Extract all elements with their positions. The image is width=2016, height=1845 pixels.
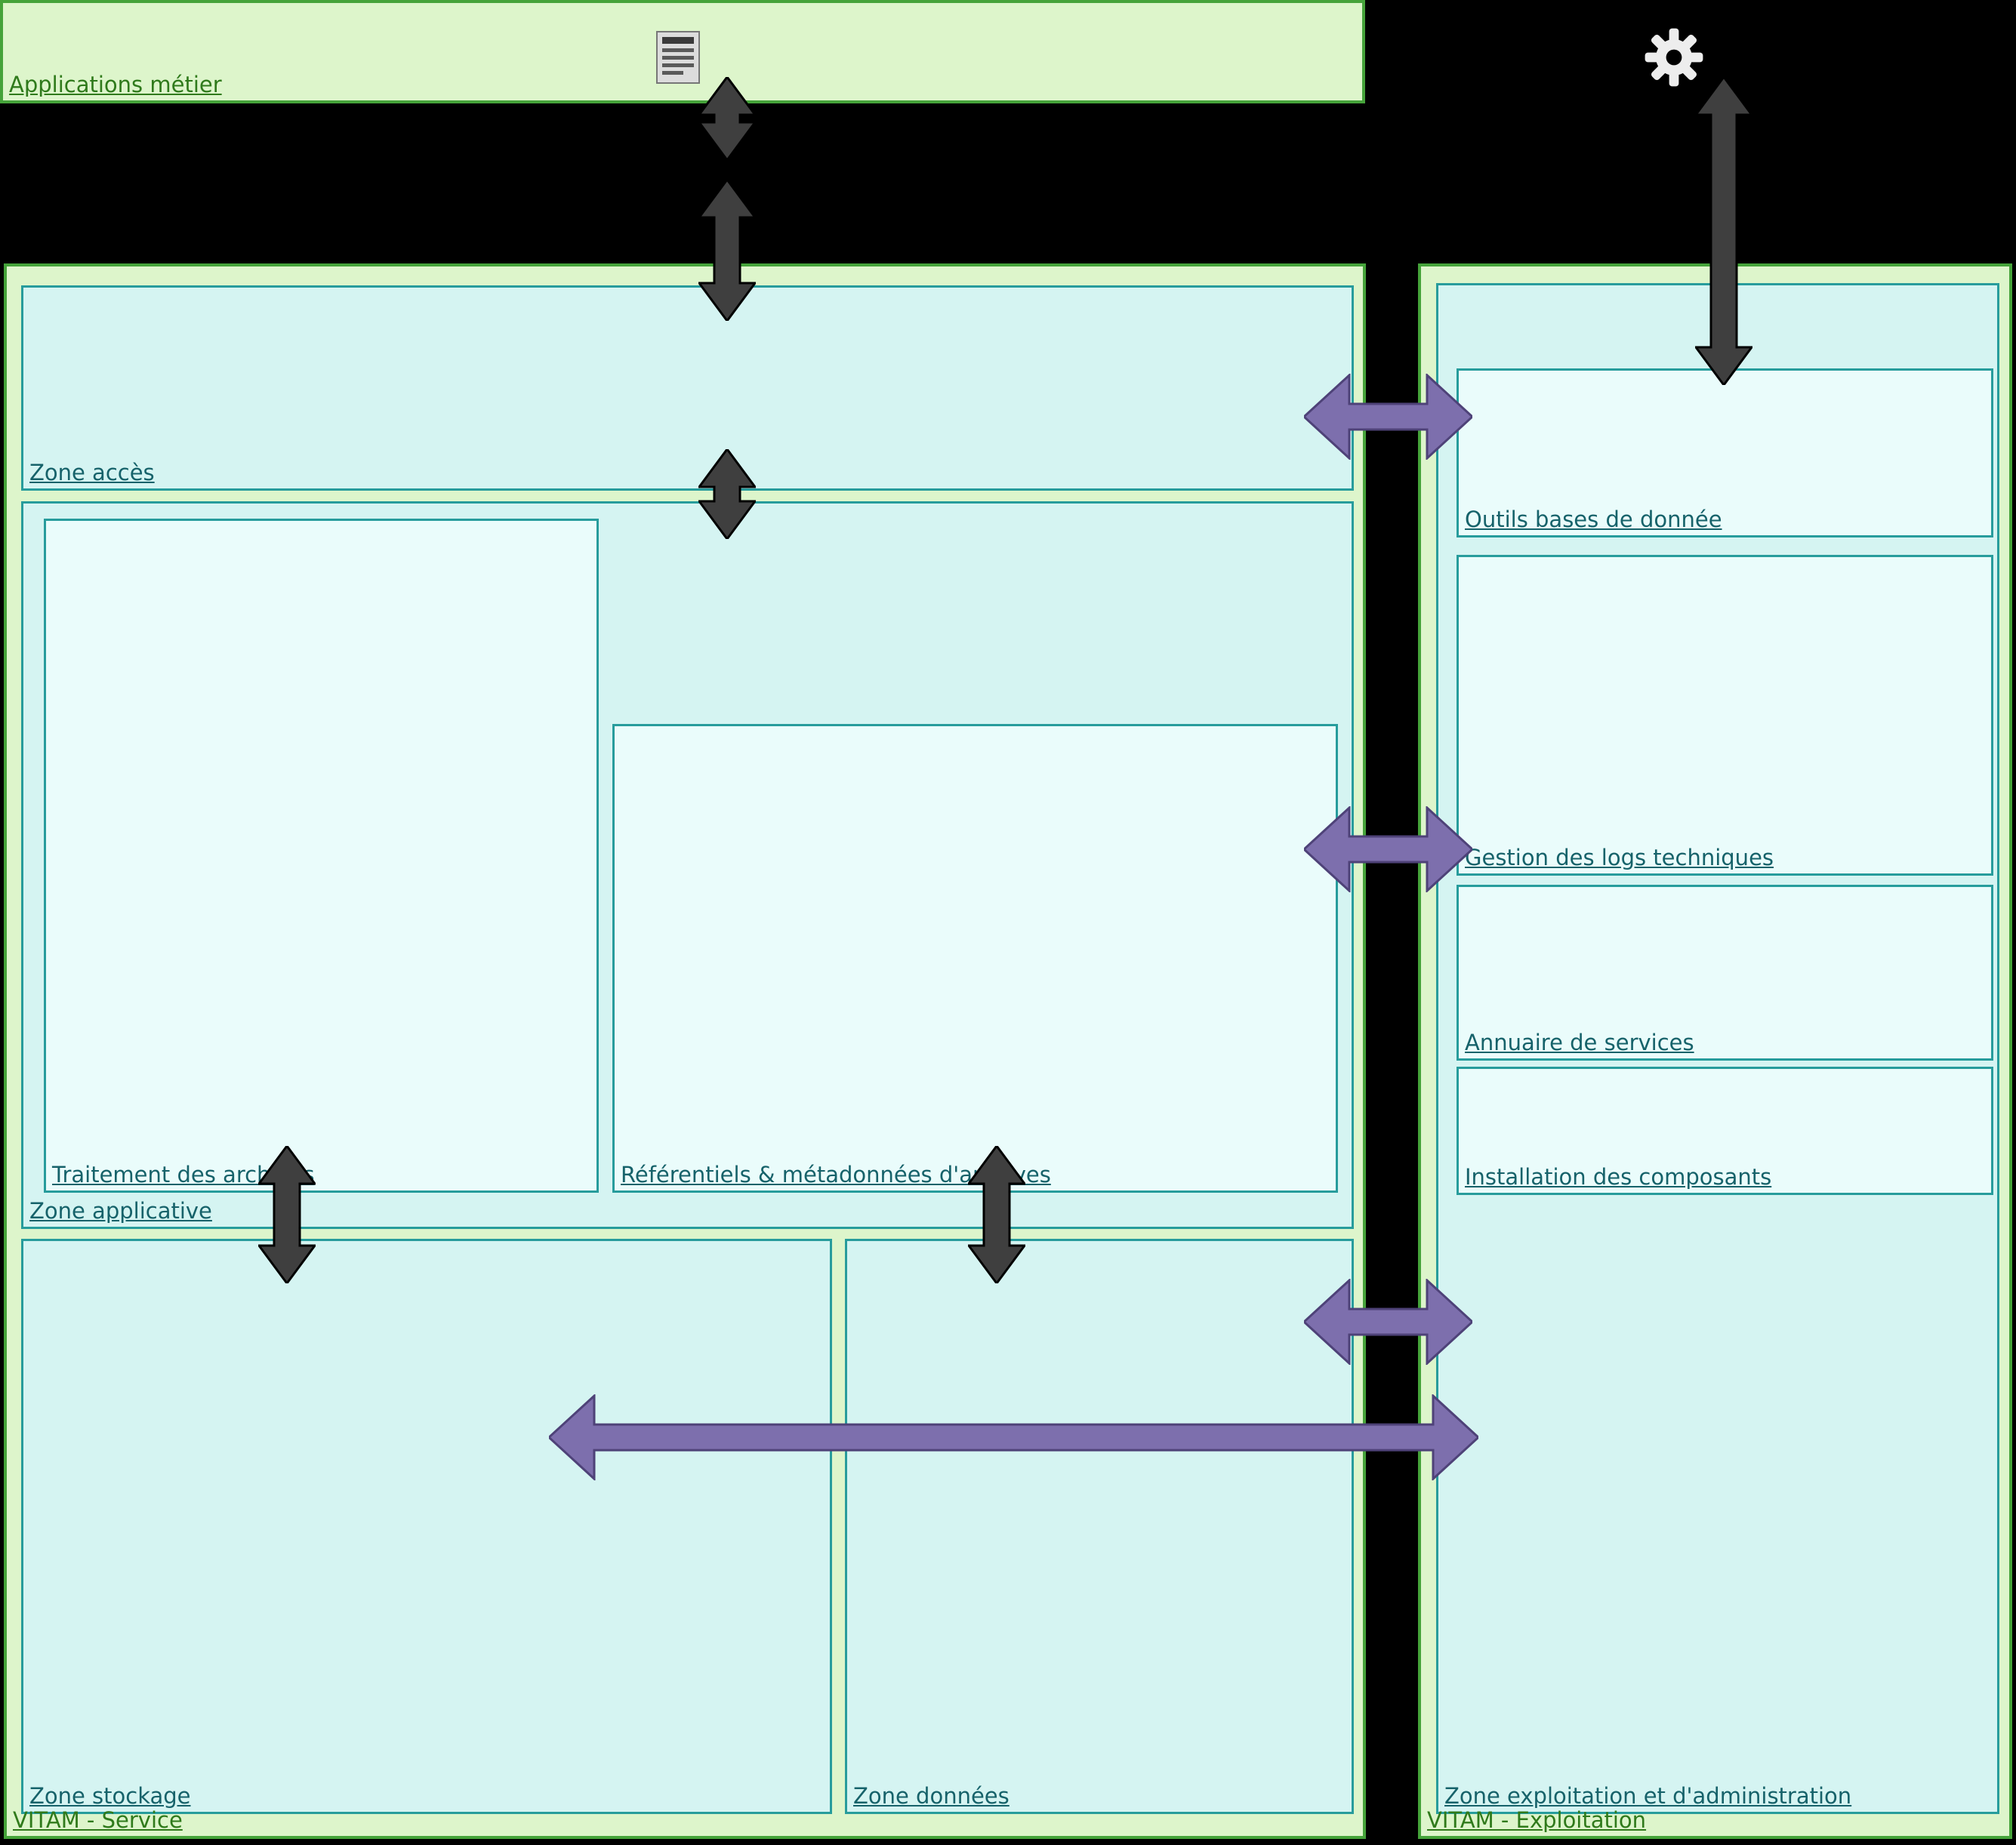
annuaire-de-services-box: Annuaire de services	[1457, 885, 1993, 1061]
installation-des-composants-box: Installation des composants	[1457, 1067, 1993, 1195]
installation-des-composants-label: Installation des composants	[1465, 1163, 1772, 1190]
zone-stockage: Zone stockage	[21, 1239, 832, 1814]
arrow-gear-to-zone-exploitation	[1695, 77, 1752, 385]
zone-applicative: Traitement des archives Référentiels & m…	[21, 501, 1354, 1229]
arrow-zone-applicative-to-zone-donnees	[968, 1146, 1025, 1283]
vitam-service-label: VITAM - Service	[13, 1806, 183, 1833]
arrow-applications-to-zone-acces	[698, 180, 756, 321]
vitam-exploitation-container: Outils bases de donnée Gestion des logs …	[1418, 263, 2012, 1839]
outils-bases-de-donnee-box: Outils bases de donnée	[1457, 368, 1993, 537]
zone-donnees-label: Zone données	[853, 1782, 1010, 1809]
arrow-zone-donnees-to-exploitation	[1304, 1279, 1472, 1365]
gestion-des-logs-label: Gestion des logs techniques	[1465, 844, 1774, 870]
arrow-zone-acces-to-exploitation	[1304, 374, 1472, 460]
annuaire-de-services-label: Annuaire de services	[1465, 1029, 1694, 1055]
arrow-zone-applicative-to-gestion-logs	[1304, 806, 1472, 892]
vitam-exploitation-label: VITAM - Exploitation	[1427, 1806, 1647, 1833]
zone-exploitation-label: Zone exploitation et d'administration	[1444, 1782, 1852, 1809]
zone-acces-label: Zone accès	[29, 459, 155, 485]
arrow-zone-stockage-to-exploitation-long	[549, 1394, 1478, 1480]
arrow-document-to-applications	[698, 77, 756, 160]
arrow-zone-acces-to-zone-applicative	[698, 449, 756, 539]
gear-icon	[1644, 27, 1704, 88]
outils-bases-de-donnee-label: Outils bases de donnée	[1465, 506, 1722, 532]
zone-applicative-label: Zone applicative	[29, 1197, 212, 1224]
gestion-des-logs-box: Gestion des logs techniques	[1457, 555, 1993, 876]
applications-metier-label: Applications métier	[9, 71, 222, 97]
referentiels-metadonnees-box: Référentiels & métadonnées d'archives	[612, 724, 1338, 1193]
arrow-zone-applicative-to-zone-stockage	[258, 1146, 316, 1283]
zone-stockage-label: Zone stockage	[29, 1782, 191, 1809]
zone-exploitation-administration: Outils bases de donnée Gestion des logs …	[1436, 283, 1999, 1814]
zone-donnees: Zone données	[845, 1239, 1354, 1814]
document-icon	[655, 30, 701, 85]
traitement-des-archives-box: Traitement des archives	[44, 519, 599, 1193]
zone-acces: Zone accès	[21, 285, 1354, 491]
vitam-service-container: Zone accès Traitement des archives Référ…	[4, 263, 1366, 1839]
